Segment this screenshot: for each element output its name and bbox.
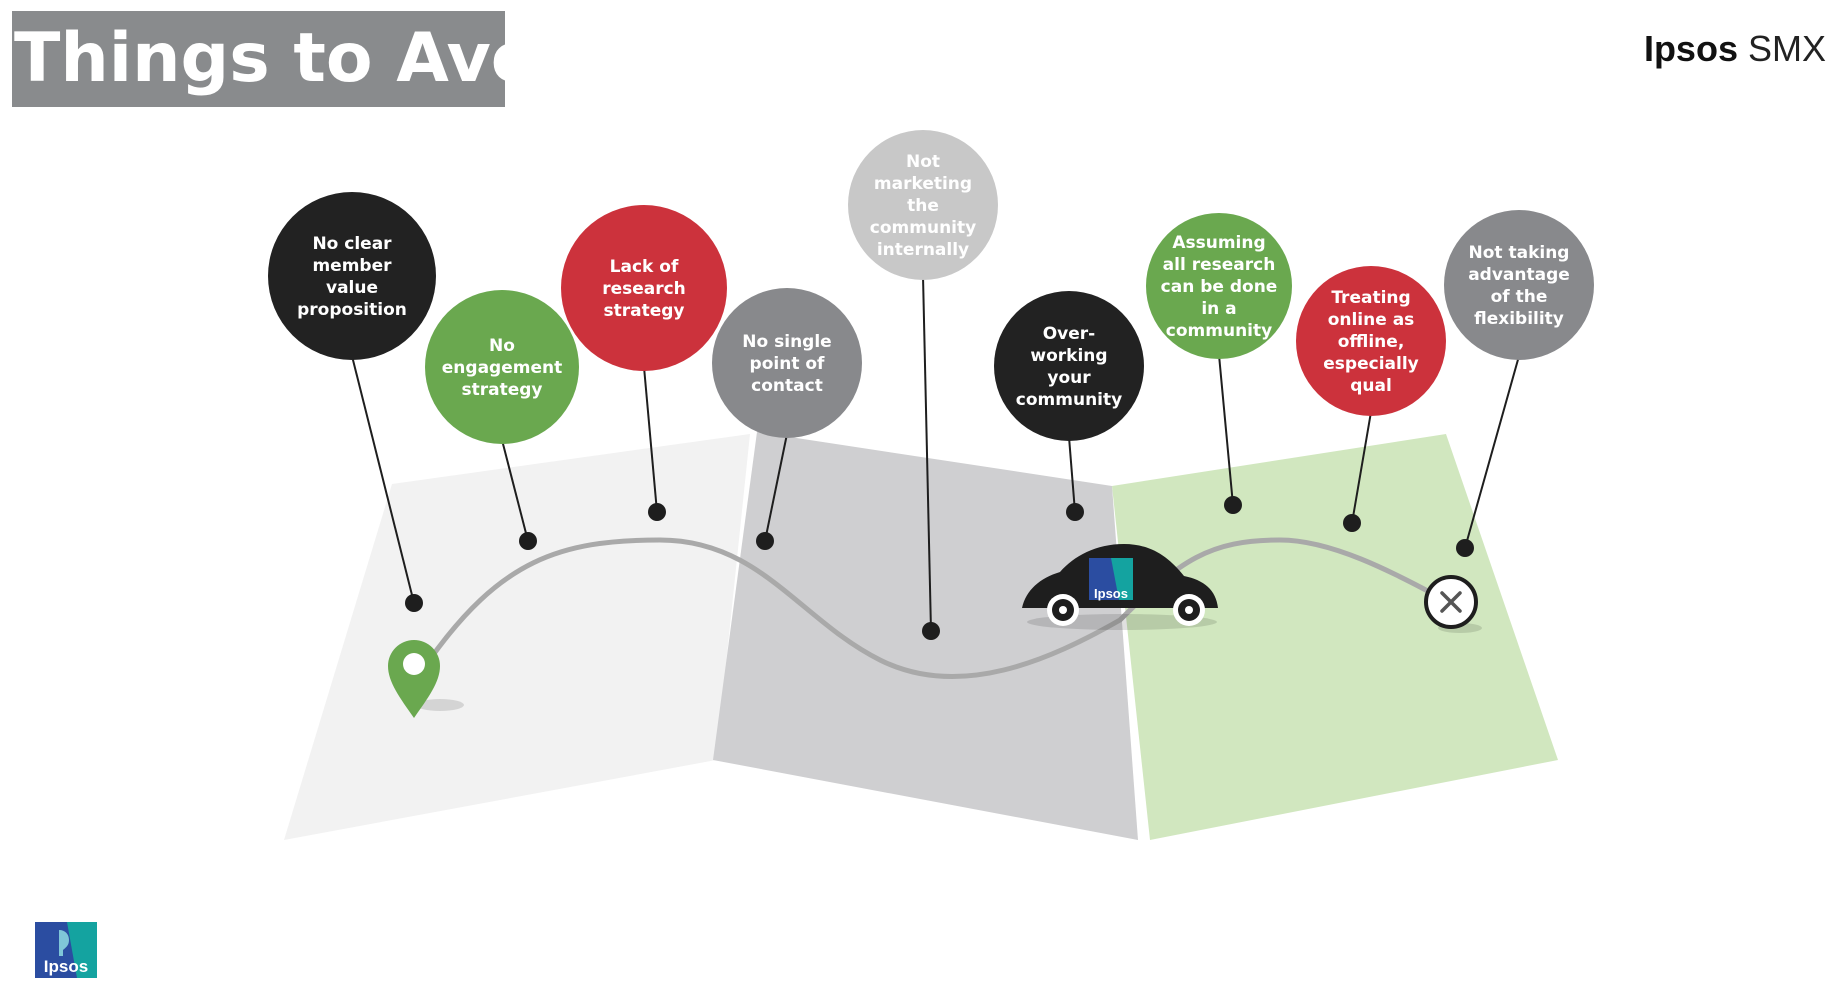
bubble-label-line: contact — [751, 376, 823, 396]
connector-line-flexibility — [1464, 355, 1520, 549]
bubble-label-line: your — [1047, 368, 1091, 388]
bubble-label-line: internally — [877, 240, 969, 260]
map-pin-icon — [388, 640, 464, 718]
bubble-label-line: Treating — [1331, 288, 1410, 308]
end-x-icon — [1424, 575, 1482, 633]
bubble-label-line: Not — [906, 152, 940, 172]
bubble-label-line: working — [1030, 346, 1107, 366]
bubble-label-line: Lack of — [610, 257, 679, 277]
car-logo-text: Ipsos — [1094, 586, 1128, 601]
bubble-label-line: proposition — [297, 300, 407, 320]
bubble-circle-no-member-value — [268, 192, 436, 360]
bubble-label-line: community — [870, 218, 976, 238]
bubble-label-line: especially — [1323, 354, 1418, 374]
bubble-circle-flexibility — [1444, 210, 1594, 360]
bubble-circle-no-research — [561, 205, 727, 371]
bubble-label-line: strategy — [603, 301, 684, 321]
ipsos-logo-icon: Ipsos — [35, 922, 97, 978]
bubble-label-line: all research — [1163, 255, 1276, 275]
connector-line-online-offline — [1351, 411, 1372, 524]
bubble-label-line: point of — [750, 354, 826, 374]
footer-logo-text: Ipsos — [44, 957, 88, 976]
map-dot-no-engagement — [519, 532, 537, 550]
bubble-label-line: No clear — [312, 234, 392, 254]
map-dot-no-marketing — [922, 622, 940, 640]
map-dot-all-research — [1224, 496, 1242, 514]
connector-line-over-working — [1068, 436, 1076, 513]
bubble-label-line: community — [1016, 390, 1122, 410]
connector-line-no-marketing — [922, 275, 932, 632]
brand-product: SMX — [1747, 28, 1826, 69]
map-dot-no-research — [648, 503, 666, 521]
bubble-label-line: marketing — [874, 174, 972, 194]
connector-line-no-contact — [764, 433, 788, 542]
bubble-label-line: can be done — [1161, 277, 1278, 297]
bubble-label-line: member — [312, 256, 392, 276]
map-dot-online-offline — [1343, 514, 1361, 532]
brand-name: Ipsos — [1643, 28, 1738, 69]
connector-lines — [351, 275, 1520, 640]
bubble-label-line: No single — [742, 332, 831, 352]
connector-line-no-research — [643, 366, 658, 513]
bubble-label-line: No — [489, 336, 515, 356]
bubble-circle-no-contact — [712, 288, 862, 438]
road-path — [425, 537, 1453, 680]
car-icon: Ipsos — [1022, 544, 1218, 630]
map-dot-over-working — [1066, 503, 1084, 521]
bubble-label-line: offline, — [1338, 332, 1405, 352]
bubble-circle-online-offline — [1296, 266, 1446, 416]
bubble-label-line: Not taking — [1469, 243, 1570, 263]
bubble-label-line: online as — [1328, 310, 1415, 330]
bubble-label-line: research — [602, 279, 686, 299]
bubble-label-line: Over- — [1043, 324, 1096, 344]
bubble-label-line: Assuming — [1172, 233, 1265, 253]
bubble-label-line: value — [326, 278, 378, 298]
map-panel-left — [284, 434, 750, 840]
connector-line-no-member-value — [351, 355, 415, 604]
bubble-label-line: in a — [1201, 299, 1236, 319]
map-panel-right — [1112, 434, 1558, 840]
bubble-circle-all-research — [1146, 213, 1292, 359]
brand-logo: Ipsos SMX — [1644, 28, 1826, 70]
bubble-label-line: strategy — [461, 380, 542, 400]
map-dot-flexibility — [1456, 539, 1474, 557]
connector-line-no-engagement — [501, 439, 529, 542]
bubble-circle-no-engagement — [425, 290, 579, 444]
bubble-label-line: flexibility — [1474, 309, 1564, 329]
bubble-label-line: community — [1166, 321, 1272, 341]
map-dot-no-contact — [756, 532, 774, 550]
bubble-label-line: engagement — [442, 358, 562, 378]
map-dot-no-member-value — [405, 594, 423, 612]
ipsos-footer-logo: Ipsos — [35, 922, 97, 982]
bubble-label-line: the — [907, 196, 939, 216]
connector-line-all-research — [1218, 354, 1234, 506]
bubble-label-line: of the — [1491, 287, 1548, 307]
bubble-label-line: qual — [1350, 376, 1392, 396]
bubble-circle-no-marketing — [848, 130, 998, 280]
bubble-circle-over-working — [994, 291, 1144, 441]
bubble-label-line: advantage — [1468, 265, 1570, 285]
